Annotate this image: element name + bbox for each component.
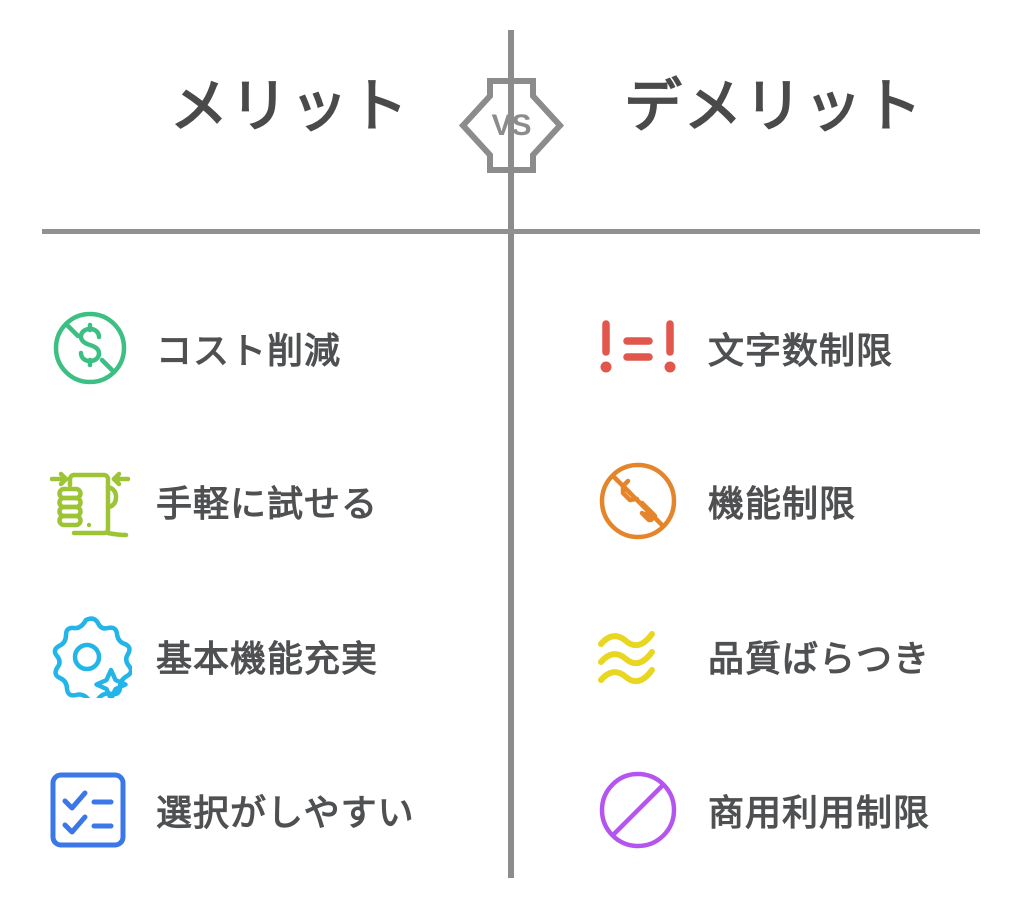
demerit-column-header: デメリット bbox=[624, 74, 925, 139]
vs-label: VS bbox=[491, 108, 532, 142]
cost-reduction-icon bbox=[48, 306, 132, 390]
prohibition-icon bbox=[596, 768, 680, 852]
demerit-row: 品質ばらつき bbox=[596, 608, 930, 704]
hand-phone-icon bbox=[48, 459, 132, 543]
not-equal-icon bbox=[596, 306, 680, 390]
vs-hexagon-arrow-icon: VS bbox=[449, 73, 574, 178]
merit-row-label: コスト削減 bbox=[156, 330, 342, 371]
gear-sparkle-icon bbox=[48, 614, 132, 698]
merit-column-header: メリット bbox=[170, 74, 411, 139]
demerit-row-label: 機能制限 bbox=[708, 483, 857, 524]
merit-row: コスト削減 bbox=[48, 300, 341, 396]
demerit-row: 文字数制限 bbox=[596, 300, 893, 396]
demerit-row-label: 文字数制限 bbox=[708, 330, 894, 371]
no-tool-icon bbox=[596, 459, 680, 543]
demerit-row-label: 商用利用制限 bbox=[708, 792, 931, 833]
merit-row: 基本機能充実 bbox=[48, 608, 378, 704]
demerit-row: 商用利用制限 bbox=[596, 762, 930, 858]
vertical-divider bbox=[508, 30, 514, 878]
merit-row: 選択がしやすい bbox=[48, 762, 415, 858]
merit-row-label: 基本機能充実 bbox=[156, 638, 379, 679]
demerit-row-label: 品質ばらつき bbox=[708, 638, 931, 679]
merit-row: 手軽に試せる bbox=[48, 453, 378, 549]
merit-row-label: 選択がしやすい bbox=[156, 792, 415, 833]
header-underline bbox=[42, 229, 980, 234]
demerit-row: 機能制限 bbox=[596, 453, 856, 549]
wavy-lines-icon bbox=[596, 614, 680, 698]
merit-row-label: 手軽に試せる bbox=[156, 483, 379, 524]
checklist-box-icon bbox=[48, 768, 132, 852]
